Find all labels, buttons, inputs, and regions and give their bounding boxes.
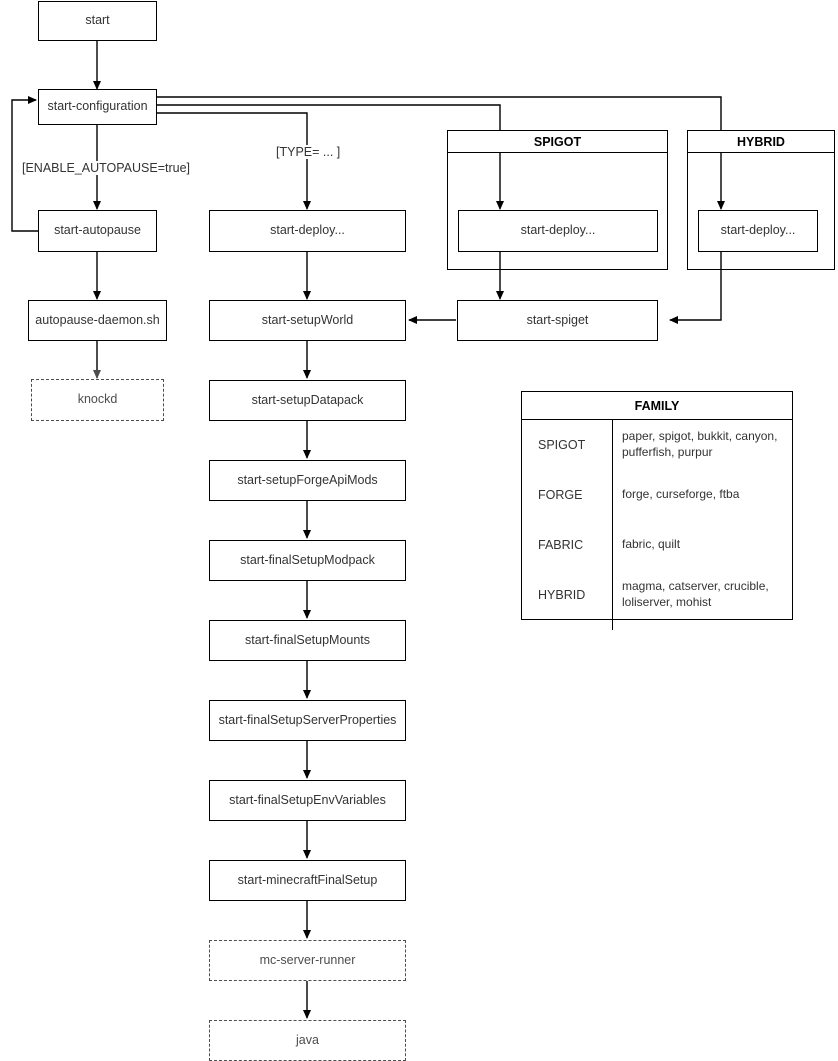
node-start-setupdatapack[interactable]: start-setupDatapack	[209, 380, 406, 421]
node-mc-server-runner[interactable]: mc-server-runner	[209, 940, 406, 981]
node-start-spiget[interactable]: start-spiget	[457, 300, 658, 341]
family-value: forge, curseforge, ftba	[622, 487, 740, 502]
node-java[interactable]: java	[209, 1020, 406, 1061]
group-spigot-title: SPIGOT	[448, 131, 667, 153]
family-value: magma, catserver, crucible, loliserver, …	[622, 579, 769, 609]
node-knockd[interactable]: knockd	[31, 379, 164, 421]
family-table-body: SPIGOT paper, spigot, bukkit, canyon, pu…	[522, 420, 792, 630]
family-key: HYBRID	[538, 588, 586, 602]
family-table-column-divider	[612, 420, 613, 630]
group-hybrid: HYBRID	[687, 130, 835, 270]
edge-label-type: [TYPE= ... ]	[274, 145, 343, 159]
node-start-setupforgeapimods[interactable]: start-setupForgeApiMods	[209, 460, 406, 501]
node-start-autopause[interactable]: start-autopause	[38, 210, 157, 252]
group-spigot: SPIGOT	[447, 130, 668, 270]
table-row: SPIGOT paper, spigot, bukkit, canyon, pu…	[522, 420, 792, 470]
node-start-setupworld[interactable]: start-setupWorld	[209, 300, 406, 341]
table-row: FABRIC fabric, quilt	[522, 520, 792, 570]
node-start-minecraftfinalsetup[interactable]: start-minecraftFinalSetup	[209, 860, 406, 901]
family-value: fabric, quilt	[622, 537, 681, 552]
node-start-finalsetupserverproperties[interactable]: start-finalSetupServerProperties	[209, 700, 406, 741]
table-row: FORGE forge, curseforge, ftba	[522, 470, 792, 520]
family-key: SPIGOT	[538, 438, 586, 452]
node-start-configuration[interactable]: start-configuration	[38, 89, 157, 125]
node-start-deploy-hybrid[interactable]: start-deploy...	[698, 210, 818, 252]
family-value: paper, spigot, bukkit, canyon, pufferfis…	[622, 429, 778, 459]
node-autopause-daemon[interactable]: autopause-daemon.sh	[28, 300, 167, 341]
family-table: FAMILY SPIGOT paper, spigot, bukkit, can…	[521, 391, 793, 630]
node-start[interactable]: start	[38, 1, 157, 41]
node-start-finalsetupenvvariables[interactable]: start-finalSetupEnvVariables	[209, 780, 406, 821]
edge-label-enable-autopause: [ENABLE_AUTOPAUSE=true]	[20, 161, 193, 175]
node-start-finalsetupmodpack[interactable]: start-finalSetupModpack	[209, 540, 406, 581]
family-key: FABRIC	[538, 538, 584, 552]
node-start-deploy-main[interactable]: start-deploy...	[209, 210, 406, 252]
node-start-deploy-spigot[interactable]: start-deploy...	[458, 210, 658, 252]
table-row: HYBRID magma, catserver, crucible, lolis…	[522, 570, 792, 620]
group-hybrid-title: HYBRID	[688, 131, 834, 153]
family-key: FORGE	[538, 488, 583, 502]
family-table-header: FAMILY	[522, 392, 792, 420]
node-start-finalsetupmounts[interactable]: start-finalSetupMounts	[209, 620, 406, 661]
